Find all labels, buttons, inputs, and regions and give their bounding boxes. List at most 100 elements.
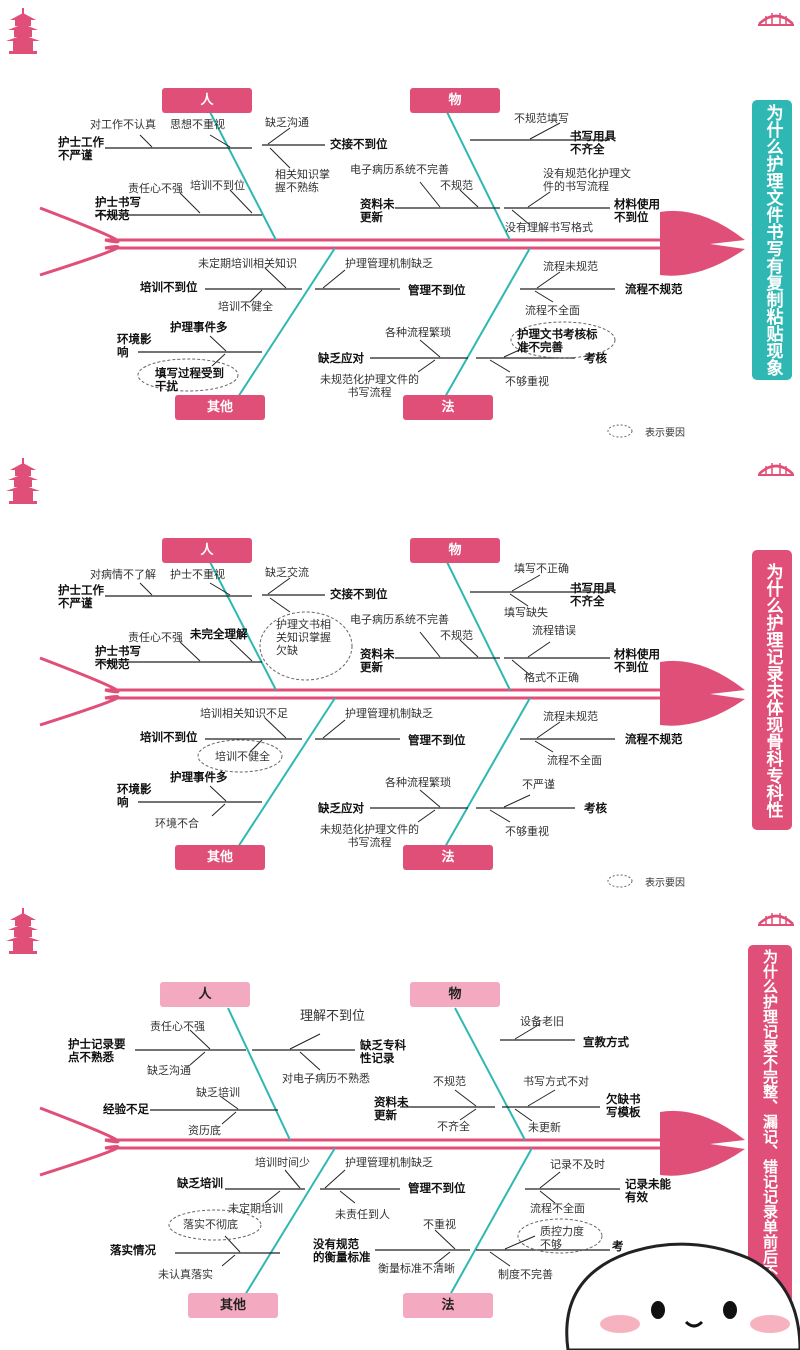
category-materials: 物 — [410, 982, 500, 1007]
pagoda-icon — [6, 8, 40, 54]
cause-label: 缺乏培训 — [177, 1176, 223, 1190]
cause-label: 电子病历系统不完善 — [350, 163, 449, 176]
cause-label: 各种流程繁琐 — [385, 326, 451, 339]
cause-label: 宣教方式 — [583, 1035, 629, 1049]
cause-label: 资历底 — [188, 1124, 221, 1137]
cause-label: 护士不重视 — [170, 568, 225, 581]
cause-label: 未更新 — [528, 1121, 561, 1134]
pagoda-icon — [6, 458, 40, 504]
cause-label: 落实不彻底 — [183, 1218, 238, 1231]
category-people: 人 — [162, 538, 252, 563]
category-people: 人 — [160, 982, 250, 1007]
cause-label: 培训不到位 — [140, 280, 198, 294]
category-materials: 物 — [410, 88, 500, 113]
cause-label: 流程不规范 — [625, 732, 683, 746]
cause-label: 环境不合 — [155, 817, 199, 830]
cause-label: 护士书写 不规范 — [95, 195, 141, 222]
category-other: 其他 — [175, 845, 265, 870]
cause-label: 缺乏沟通 — [147, 1064, 191, 1077]
cause-label: 填写过程受到 干扰 — [155, 366, 224, 393]
cause-label: 未责任到人 — [335, 1208, 390, 1221]
cause-label: 不规范 — [433, 1075, 466, 1088]
cause-label: 管理不到位 — [408, 1181, 466, 1195]
cause-label: 培训不健全 — [218, 300, 273, 313]
cause-label: 护士记录要 点不熟悉 — [68, 1037, 126, 1064]
fishbone-lines — [39, 561, 745, 888]
cause-label: 不规范 — [440, 629, 473, 642]
cause-label: 未规范化护理文件的 书写流程 — [320, 823, 419, 849]
cause-label: 制度不完善 — [498, 1268, 553, 1281]
category-other: 其他 — [188, 1293, 278, 1318]
cause-label: 护士工作 不严谨 — [58, 135, 104, 162]
cause-label: 没有理解书写格式 — [505, 221, 593, 234]
cause-label: 资料未 更新 — [360, 647, 395, 674]
cause-label: 格式不正确 — [524, 671, 579, 684]
cause-label: 对工作不认真 — [90, 118, 156, 131]
cause-label: 流程未规范 — [543, 260, 598, 273]
cause-label: 各种流程繁琐 — [385, 776, 451, 789]
cause-label: 管理不到位 — [408, 733, 466, 747]
cause-label: 流程不全面 — [547, 754, 602, 767]
cause-label: 考核 — [584, 801, 607, 815]
cause-label: 护理文书相 关知识掌握 欠缺 — [276, 618, 331, 657]
fishbone-panel-1: 人 物 其他 法 对工作不认真 思想不重视 缺乏沟通 护士工作 不严谨 交接不到… — [0, 0, 800, 450]
cause-label: 缺乏应对 — [318, 351, 364, 365]
bridge-icon — [758, 13, 794, 26]
cause-label: 材料使用 不到位 — [614, 197, 660, 224]
cause-label: 未规范化护理文件的 书写流程 — [320, 373, 419, 399]
category-people: 人 — [162, 88, 252, 113]
problem-title: 为什么护理记录不完整、漏记、错记记录单前后不连贯 — [748, 945, 792, 1313]
cause-label: 责任心不强 — [128, 631, 183, 644]
cause-label: 书写方式不对 — [523, 1075, 589, 1088]
cause-label: 考 — [612, 1239, 624, 1253]
cause-label: 护士工作 不严谨 — [58, 583, 104, 610]
cause-label: 交接不到位 — [330, 137, 388, 151]
cause-label: 流程不全面 — [525, 304, 580, 317]
cause-label: 不规范填写 — [514, 112, 569, 125]
cause-label: 思想不重视 — [170, 118, 225, 131]
cause-label: 书写用具 不齐全 — [570, 581, 616, 608]
cause-label: 护理管理机制缺乏 — [345, 257, 433, 270]
cause-label: 不重视 — [423, 1218, 456, 1231]
legend-label: 表示要因 — [645, 428, 685, 439]
fishbone-lines — [39, 1007, 745, 1296]
cause-label: 培训不健全 — [215, 750, 270, 763]
cause-label: 不够重视 — [505, 375, 549, 388]
cause-label: 护理管理机制缺乏 — [345, 1156, 433, 1169]
category-methods: 法 — [403, 1293, 493, 1318]
cause-label: 不够重视 — [505, 825, 549, 838]
cause-label: 质控力度 不够 — [540, 1225, 584, 1251]
cause-label: 考核 — [584, 351, 607, 365]
cause-label: 缺乏沟通 — [265, 116, 309, 129]
cause-label: 流程未规范 — [543, 710, 598, 723]
cause-label: 填写缺失 — [504, 606, 548, 619]
cause-label: 未定期培训相关知识 — [198, 257, 297, 270]
cause-label: 对病情不了解 — [90, 568, 156, 581]
problem-title: 为什么护理记录未体现骨科专科性 — [752, 550, 792, 830]
cause-label: 环境影 响 — [117, 782, 152, 809]
bridge-icon — [758, 913, 794, 926]
cause-label: 环境影 响 — [117, 332, 152, 359]
cause-label: 缺乏培训 — [196, 1086, 240, 1099]
cause-label: 责任心不强 — [150, 1020, 205, 1033]
fishbone-panel-3: 人 物 其他 法 责任心不强 理解不到位 护士记录要 点不熟悉 缺乏专科 性记录… — [0, 900, 800, 1350]
cause-label: 护理事件多 — [170, 770, 228, 784]
cause-label: 培训相关知识不足 — [200, 707, 288, 720]
cause-label: 缺乏应对 — [318, 801, 364, 815]
legend-label: 表示要因 — [645, 878, 685, 889]
cause-label: 资料未 更新 — [360, 197, 395, 224]
cause-label: 记录未能 有效 — [625, 1177, 671, 1204]
cause-label: 电子病历系统不完善 — [350, 613, 449, 626]
cause-label: 资料未 更新 — [374, 1095, 409, 1122]
cause-label: 相关知识掌 握不熟练 — [275, 168, 330, 194]
bridge-icon — [758, 463, 794, 476]
category-materials: 物 — [410, 538, 500, 563]
cause-label: 不规范 — [440, 179, 473, 192]
cause-label: 填写不正确 — [514, 562, 569, 575]
cause-label: 未完全理解 — [190, 627, 248, 641]
pagoda-icon — [6, 908, 40, 954]
smiley-face-icon — [565, 1242, 800, 1350]
cause-label: 没有规范 的衡量标准 — [313, 1237, 371, 1264]
cause-label: 责任心不强 — [128, 182, 183, 195]
category-methods: 法 — [403, 395, 493, 420]
